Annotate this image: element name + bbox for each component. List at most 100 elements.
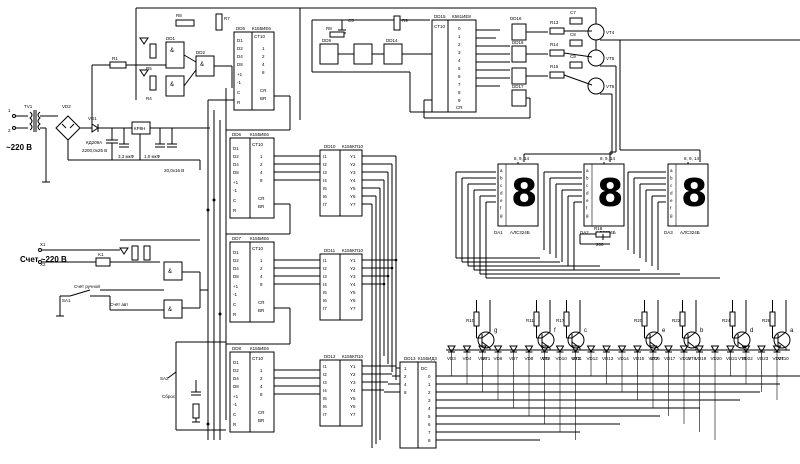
auto-label: Счёт авт bbox=[110, 302, 128, 307]
switch-sa2-reset[interactable]: SA2 Сброс bbox=[160, 341, 226, 431]
gate-dd2-label: DD2 bbox=[196, 50, 205, 55]
diode-label: VD6 bbox=[494, 356, 503, 361]
dd5-in: R bbox=[237, 100, 241, 105]
resistor-label: R17 bbox=[556, 318, 565, 323]
diode-label: VD18 bbox=[680, 356, 692, 361]
dd5-title: CT10 bbox=[254, 34, 266, 39]
resistor-label: R10 bbox=[466, 318, 475, 323]
dd8-out: BR bbox=[258, 418, 265, 423]
transistor-body bbox=[537, 331, 555, 349]
dd11-in: I1 bbox=[323, 258, 327, 263]
transistor-label: VT1 bbox=[482, 356, 491, 361]
diode-label: VD4 bbox=[463, 356, 472, 361]
decoder-dd13: DD13 К155ИД3 DC 1 2 4 8 0 1 2 3 4 5 6 7 … bbox=[384, 356, 437, 449]
c2-label: 3,3 мкФ bbox=[118, 154, 135, 159]
dd10-out: Y3 bbox=[350, 170, 356, 175]
dd7-in: R bbox=[233, 312, 237, 317]
dd5-out: 8 bbox=[262, 70, 265, 75]
mains-input: 1 2 ~220 В bbox=[6, 108, 32, 152]
x2-label: X2 bbox=[40, 262, 46, 267]
transistor-body bbox=[567, 331, 585, 349]
counter-dd15: DD15 К561ИЕ8 CT10 0 1 2 3 4 5 6 7 8 9 CR bbox=[409, 14, 530, 119]
base-resistor bbox=[533, 311, 540, 327]
dd6-in: C bbox=[233, 198, 237, 203]
dd11-out: Y6 bbox=[350, 298, 356, 303]
transistor-label: VT9 bbox=[738, 356, 747, 361]
dd15-out: 1 bbox=[458, 34, 461, 39]
segment-label: d bbox=[670, 191, 673, 196]
dd12-part: К155КП10 bbox=[342, 354, 363, 359]
dd12-name: DD12 bbox=[324, 354, 336, 359]
dd11-name: DD11 bbox=[324, 248, 336, 253]
dd6-out: 8 bbox=[260, 178, 263, 183]
dd13-title: DC bbox=[421, 366, 428, 371]
display-buses bbox=[455, 171, 720, 279]
dd5-in: D4 bbox=[237, 54, 243, 59]
dd10-in: I3 bbox=[323, 170, 327, 175]
diode-label: VD23 bbox=[757, 356, 769, 361]
dd6-in: R bbox=[233, 208, 237, 213]
oscillator-cluster: DD9 DD14 C5 R9 R8 bbox=[311, 15, 432, 73]
diode-label: VD13 bbox=[602, 356, 614, 361]
dd8-in: D2 bbox=[233, 368, 239, 373]
dd7-in: D8 bbox=[233, 274, 239, 279]
diode-bridge: VD2 bbox=[55, 104, 92, 160]
base-resistor bbox=[729, 311, 736, 327]
dd10-in: I4 bbox=[323, 178, 327, 183]
dd8-in: C bbox=[233, 412, 237, 417]
dd10-in: I2 bbox=[323, 162, 327, 167]
switch-sa1[interactable]: SA1 Счёт ручной Счёт авт bbox=[59, 283, 164, 312]
resistor-label: R26 bbox=[762, 318, 771, 323]
display-body bbox=[583, 163, 625, 227]
diode-label: VD16 bbox=[649, 356, 661, 361]
dd10-out: Y1 bbox=[350, 154, 356, 159]
dd15-out: CR bbox=[456, 105, 463, 110]
dd5-in: -1 bbox=[237, 80, 241, 85]
svg-text:&: & bbox=[200, 62, 204, 68]
segment-letter: b bbox=[700, 328, 704, 334]
dd6-title: CT10 bbox=[252, 142, 264, 147]
transistor-label: VT2 bbox=[542, 356, 551, 361]
dd7-in: +1 bbox=[233, 284, 239, 289]
transformer-tv1: TV1 bbox=[24, 104, 58, 178]
diode: VD9 bbox=[540, 345, 549, 424]
display-name: DA2 bbox=[580, 230, 589, 235]
resistor-label: R22 bbox=[672, 318, 681, 323]
dd8-in: D1 bbox=[233, 360, 239, 365]
dd7-out: BR bbox=[258, 308, 265, 313]
display-digit: 8 bbox=[681, 171, 707, 215]
svg-text:4: 4 bbox=[404, 382, 407, 387]
base-resistor bbox=[641, 311, 648, 327]
c9-label: C9 bbox=[570, 54, 576, 59]
segment-label: c bbox=[500, 183, 503, 188]
ground-symbols bbox=[42, 178, 200, 423]
dd6-part: К155ИЕ6 bbox=[250, 132, 269, 137]
diode-label: VD24 bbox=[773, 356, 785, 361]
dd5-out: 4 bbox=[262, 62, 265, 67]
dd5-in: C bbox=[237, 90, 241, 95]
counter-dd8: DD8 К155ИЕ6 CT10 D1 D2 D4 D8 +1 -1 C R 1… bbox=[229, 346, 275, 433]
diode-label: VD21 bbox=[726, 356, 738, 361]
mux-dd10: DD10 К155КП10 I1 I2 I3 I4 I5 I6 I7 Y1 Y2… bbox=[319, 144, 363, 217]
count-input-label: Счет ~220 В bbox=[20, 255, 67, 264]
dd11-part: К155КП10 bbox=[342, 248, 363, 253]
dd15-out: 6 bbox=[458, 74, 461, 79]
x1-label: X1 bbox=[40, 242, 46, 247]
diode: VD24 bbox=[773, 345, 785, 400]
segment-letter: a bbox=[790, 328, 794, 334]
r8-label: R8 bbox=[176, 13, 182, 18]
diode: VD15 bbox=[633, 345, 645, 400]
display-part: АЛС324Б bbox=[510, 230, 530, 235]
dd13-part: К155ИД3 bbox=[418, 356, 437, 361]
dd8-out: 2 bbox=[260, 376, 263, 381]
diode: VD4 bbox=[463, 345, 472, 384]
dd15-out: 8 bbox=[458, 90, 461, 95]
r9-label: R9 bbox=[402, 18, 408, 23]
dd12-in: I4 bbox=[323, 388, 327, 393]
trimmer-r18: R18 200 bbox=[579, 226, 611, 247]
